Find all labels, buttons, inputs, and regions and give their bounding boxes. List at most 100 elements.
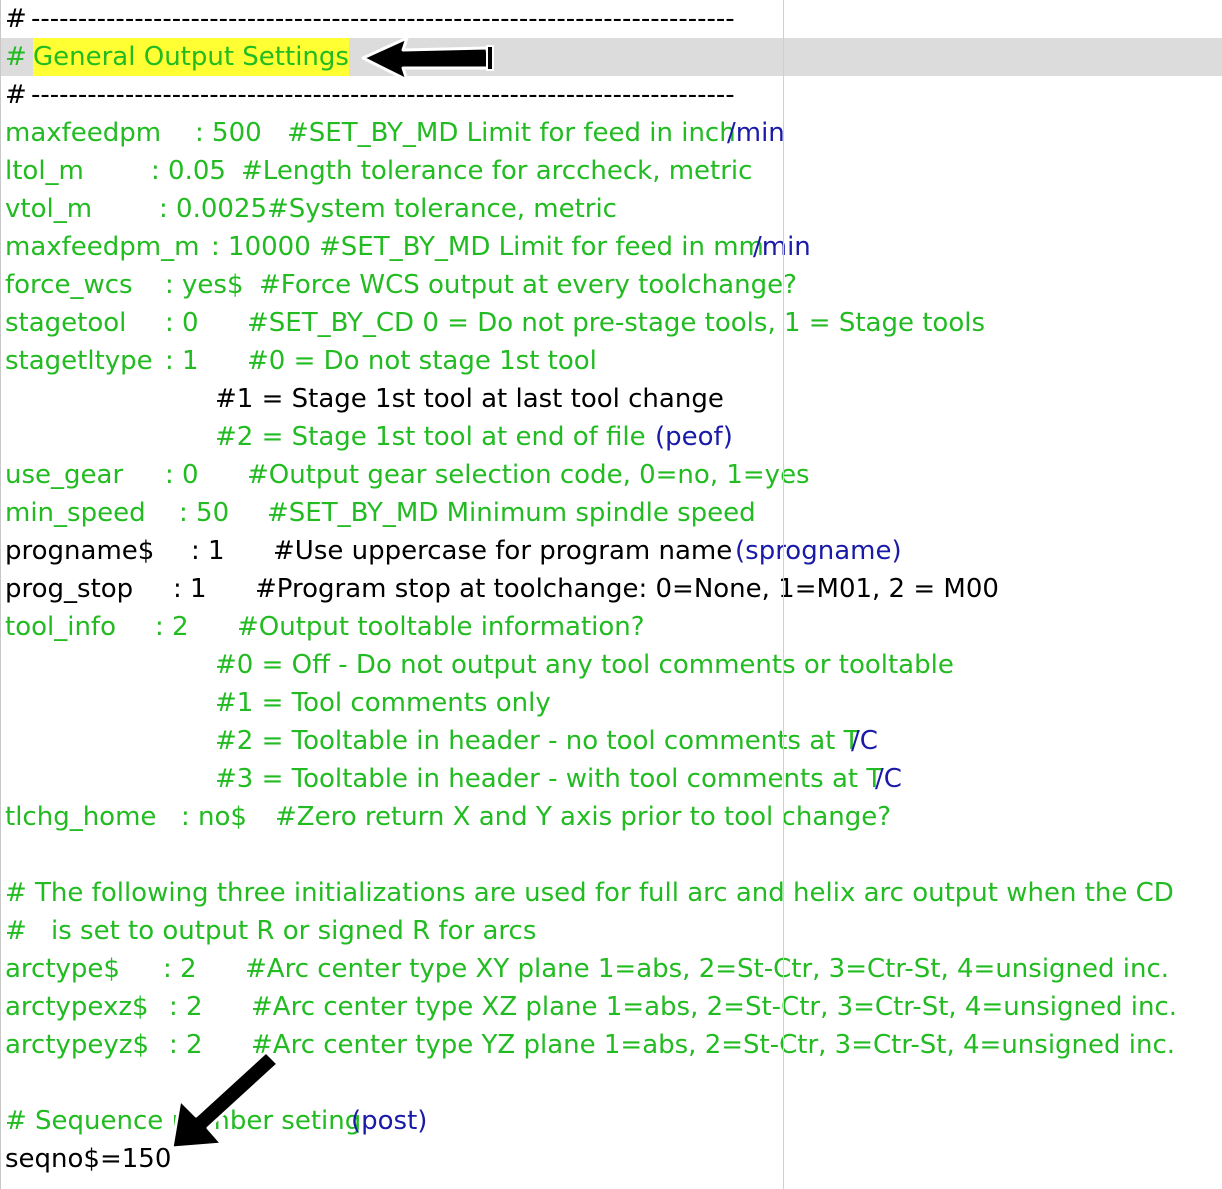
code-token: prog_stop: [5, 574, 134, 604]
code-token: ltol_m: [5, 156, 84, 186]
code-line[interactable]: prog_stop : 1 #Program stop at toolchange:…: [1, 570, 1222, 608]
code-token: #SET_BY_CD 0 = Do not pre-stage tools, 1…: [247, 308, 986, 338]
code-token: #Use uppercase for program name: [273, 536, 741, 566]
code-line[interactable]: # --------------------------------------…: [1, 76, 1222, 114]
code-line[interactable]: # Sequence number seting(post): [1, 1102, 1222, 1140]
code-token: arctype$: [5, 954, 120, 984]
code-line[interactable]: ltol_m : 0.05 #Length tolerance for arcche…: [1, 152, 1222, 190]
code-line[interactable]: #2 = Stage 1st tool at end of file (peof…: [1, 418, 1222, 456]
code-token: vtol_m: [5, 194, 93, 224]
code-token: #Program stop at toolchange: 0=None, 1=M…: [255, 574, 999, 604]
code-token: tool_info: [5, 612, 116, 642]
code-line[interactable]: tool_info : 2 #Output tooltable informatio…: [1, 608, 1222, 646]
code-token: # Sequence number seting: [5, 1106, 362, 1136]
code-token: #: [5, 4, 36, 34]
code-line[interactable]: # The following three initializations ar…: [1, 874, 1222, 912]
code-line[interactable]: #2 = Tooltable in header - no tool comme…: [1, 722, 1222, 760]
code-line[interactable]: seqno$=150: [1, 1140, 1222, 1178]
code-token: #: [5, 916, 27, 946]
code-token: : 1: [165, 346, 199, 376]
code-line[interactable]: #1 = Tool comments only: [1, 684, 1222, 722]
code-token: ----------------------------------------…: [31, 80, 735, 110]
code-line[interactable]: maxfeedpm : 500 #SET_BY_MD Limit for feed …: [1, 114, 1222, 152]
code-line[interactable]: [1, 836, 1222, 874]
code-token: #2 = Tooltable in header - no tool comme…: [215, 726, 860, 756]
code-line[interactable]: # General Output Settings: [1, 38, 1222, 76]
code-line[interactable]: stagetltype : 1 #0 = Do not stage 1st tool: [1, 342, 1222, 380]
code-line[interactable]: #0 = Off - Do not output any tool commen…: [1, 646, 1222, 684]
code-token: #1 = Tool comments only: [215, 688, 551, 718]
code-line[interactable]: arctypexz$ : 2 #Arc center type XZ plane 1…: [1, 988, 1222, 1026]
code-line[interactable]: #3 = Tooltable in header - with tool com…: [1, 760, 1222, 798]
code-token: #Arc center type YZ plane 1=abs, 2=St-Ct…: [251, 1030, 1176, 1060]
code-token: #Arc center type XY plane 1=abs, 2=St-Ct…: [245, 954, 1170, 984]
code-token: #0 = Off - Do not output any tool commen…: [215, 650, 954, 680]
code-token: : 1: [173, 574, 207, 604]
code-token: (post): [351, 1106, 428, 1136]
column-guide: [783, 0, 784, 1189]
arrow-down-left-icon: [170, 1050, 280, 1150]
code-token: : 0.05: [151, 156, 226, 186]
code-token: stagetool: [5, 308, 127, 338]
code-token: : 500: [195, 118, 262, 148]
code-token: #SET_BY_MD Minimum spindle speed: [267, 498, 756, 528]
code-line[interactable]: maxfeedpm_m: 10000 #SET_BY_MD Limit for …: [1, 228, 1222, 266]
code-line[interactable]: tlchg_home: no$#Zero return X and Y axis…: [1, 798, 1222, 836]
code-token: #2 = Stage 1st tool at end of file: [215, 422, 654, 452]
code-token: is set to output R or signed R for arcs: [51, 916, 537, 946]
code-token: #: [5, 80, 36, 110]
code-token: (sprogname): [735, 536, 902, 566]
code-token: stagetltype: [5, 346, 153, 376]
code-token: #Output gear selection code, 0=no, 1=yes: [247, 460, 810, 490]
code-token: /C: [851, 726, 878, 756]
code-token: #Arc center type XZ plane 1=abs, 2=St-Ct…: [251, 992, 1177, 1022]
code-line[interactable]: # --------------------------------------…: [1, 0, 1222, 38]
code-token: ----------------------------------------…: [31, 4, 735, 34]
code-line[interactable]: stagetool : 0 #SET_BY_CD 0 = Do not pre-st…: [1, 304, 1222, 342]
code-token: use_gear: [5, 460, 124, 490]
code-token: (peof): [655, 422, 733, 452]
code-token: #Output tooltable information?: [237, 612, 645, 642]
code-token: General Output Settings: [33, 38, 349, 76]
code-line[interactable]: force_wcs : yes$ #Force WCS output at ever…: [1, 266, 1222, 304]
code-token: #Length tolerance for arccheck, metric: [241, 156, 753, 186]
code-token: : 1: [191, 536, 225, 566]
code-token: min_speed: [5, 498, 146, 528]
code-token: #1 = Stage 1st tool at last tool change: [215, 384, 724, 414]
code-token: tlchg_home: [5, 802, 157, 832]
code-token: /min: [753, 232, 811, 262]
code-token: #Force WCS output at every toolchange?: [259, 270, 797, 300]
code-line[interactable]: vtol_m : 0.0025#System tolerance, metric: [1, 190, 1222, 228]
code-line[interactable]: min_speed : 50 #SET_BY_MD Minimum spindle …: [1, 494, 1222, 532]
code-token: : yes$: [165, 270, 244, 300]
code-token: arctypexz$: [5, 992, 149, 1022]
code-token: maxfeedpm: [5, 118, 162, 148]
code-token: #: [5, 42, 36, 72]
code-token: #Zero return X and Y axis prior to tool …: [275, 802, 892, 832]
code-token: seqno$=150: [5, 1144, 172, 1174]
code-token: : 50: [179, 498, 230, 528]
code-token: : 2: [169, 1030, 203, 1060]
code-token: : 10000 #SET_BY_MD Limit for feed in mm: [211, 232, 764, 262]
code-token: : 0: [165, 308, 199, 338]
code-token: #SET_BY_MD Limit for feed in inch: [287, 118, 736, 148]
code-token: : 2: [155, 612, 189, 642]
code-token: : 2: [169, 992, 203, 1022]
code-token: /min: [727, 118, 785, 148]
code-token: #0 = Do not stage 1st tool: [247, 346, 597, 376]
code-token: arctypeyz$: [5, 1030, 150, 1060]
code-token: #3 = Tooltable in header - with tool com…: [215, 764, 883, 794]
code-line[interactable]: arctypeyz$ : 2 #Arc center type YZ plane 1…: [1, 1026, 1222, 1064]
code-token: : 0.0025#System tolerance, metric: [159, 194, 617, 224]
code-line[interactable]: arctype$ : 2 #Arc center type XY plane 1=a…: [1, 950, 1222, 988]
code-token: : 2: [163, 954, 197, 984]
code-line[interactable]: use_gear : 0 #Output gear selection code, …: [1, 456, 1222, 494]
code-token: force_wcs: [5, 270, 133, 300]
code-token: : 0: [165, 460, 199, 490]
code-line[interactable]: #1 = Stage 1st tool at last tool change: [1, 380, 1222, 418]
code-token: # The following three initializations ar…: [5, 878, 1174, 908]
code-line[interactable]: # is set to output R or signed R for arcs: [1, 912, 1222, 950]
code-line[interactable]: progname$ : 1 #Use uppercase for program n…: [1, 532, 1222, 570]
code-token: progname$: [5, 536, 155, 566]
